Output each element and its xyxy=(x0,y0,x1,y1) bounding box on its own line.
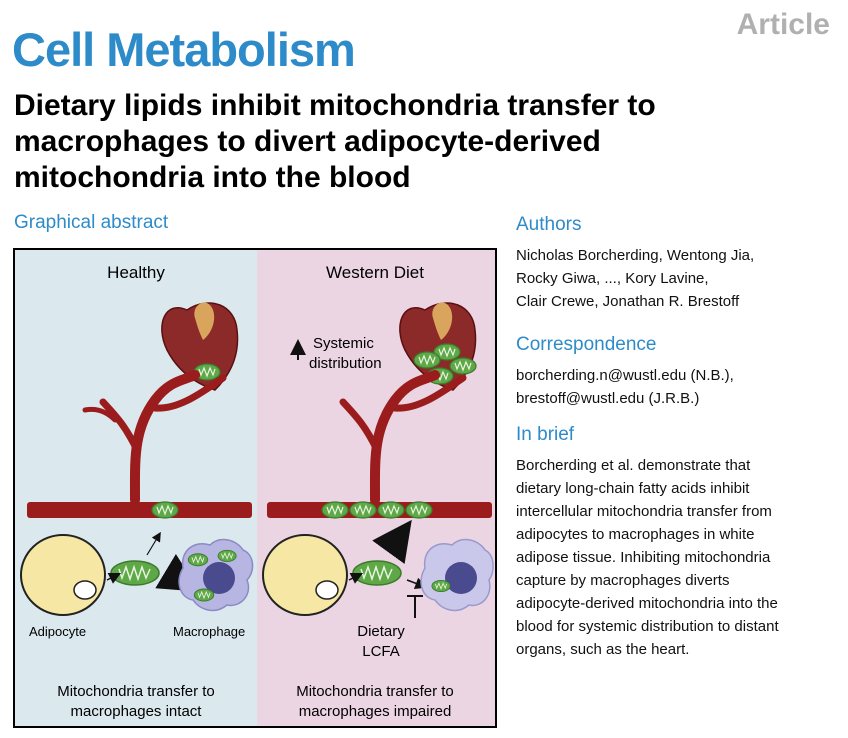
healthy-panel-title: Healthy xyxy=(107,263,165,282)
adipocyte-label: Adipocyte xyxy=(29,624,86,639)
correspondence-section: Correspondence borcherding.n@wustl.edu (… xyxy=(516,334,836,410)
healthy-vessel-mitochondrion xyxy=(151,501,179,519)
in-brief-line-2: dietary long-chain fatty acids inhibit xyxy=(516,480,750,497)
systemic-label-line2: distribution xyxy=(309,355,382,372)
article-type-label: Article xyxy=(736,8,830,41)
macrophage-label: Macrophage xyxy=(173,624,245,639)
in-brief-heading: In brief xyxy=(516,424,575,445)
western-adipocyte xyxy=(262,534,348,616)
western-caption-line1: Mitochondria transfer to xyxy=(296,683,454,700)
authors-section: Authors Nicholas Borcherding, Wentong Ji… xyxy=(516,214,836,313)
western-heart-icon xyxy=(399,302,477,391)
authors-line-3: Clair Crewe, Jonathan R. Brestoff xyxy=(516,293,740,310)
in-brief-line-1: Borcherding et al. demonstrate that xyxy=(516,457,751,474)
correspondence-email-2[interactable]: brestoff@wustl.edu (J.R.B.) xyxy=(516,390,700,407)
in-brief-line-9: organs, such as the heart. xyxy=(516,641,690,658)
graphical-abstract-figure: Healthy Western Diet xyxy=(13,248,497,728)
in-brief-section: In brief Borcherding et al. demonstrate … xyxy=(516,424,836,661)
western-caption-line2: macrophages impaired xyxy=(299,703,452,720)
authors-line-1: Nicholas Borcherding, Wentong Jia, xyxy=(516,247,755,264)
healthy-caption-line1: Mitochondria transfer to xyxy=(57,683,215,700)
journal-name: Cell Metabolism xyxy=(12,23,356,76)
in-brief-line-8: blood for systemic distribution to dista… xyxy=(516,618,779,635)
western-panel-title: Western Diet xyxy=(326,263,424,282)
healthy-adipocyte xyxy=(20,534,106,616)
in-brief-line-7: adipocyte-derived mitochondria into the xyxy=(516,595,778,612)
healthy-heart-icon xyxy=(161,302,239,391)
healthy-vessel-horizontal xyxy=(27,502,252,518)
graphical-abstract-svg: Healthy Western Diet xyxy=(15,250,495,726)
western-macrophage xyxy=(420,538,494,612)
in-brief-line-3: intercellular mitochondria transfer from xyxy=(516,503,772,520)
in-brief-line-5: adipose tissue. Inhibiting mitochondria xyxy=(516,549,771,566)
graphical-abstract-heading: Graphical abstract xyxy=(14,212,169,233)
in-brief-line-6: capture by macrophages diverts xyxy=(516,572,730,589)
western-blood-vessel xyxy=(339,370,467,505)
healthy-caption-line2: macrophages intact xyxy=(71,703,203,720)
healthy-macrophage xyxy=(178,538,254,612)
healthy-transfer-mitochondrion xyxy=(110,560,160,586)
dietary-lcfa-line1: Dietary xyxy=(357,623,405,640)
dietary-lcfa-line2: LCFA xyxy=(362,643,400,660)
in-brief-line-4: adipocytes to macrophages in white xyxy=(516,526,755,543)
western-transfer-mitochondrion xyxy=(352,560,402,586)
inhibition-icon xyxy=(407,595,423,618)
authors-heading: Authors xyxy=(516,214,582,235)
authors-line-2: Rocky Giwa, ..., Kory Lavine, xyxy=(516,270,709,287)
healthy-blood-vessel xyxy=(82,370,227,505)
correspondence-heading: Correspondence xyxy=(516,334,657,355)
systemic-label-line1: Systemic xyxy=(313,335,374,352)
article-title: Dietary lipids inhibit mitochondria tran… xyxy=(14,89,656,194)
correspondence-email-1[interactable]: borcherding.n@wustl.edu (N.B.), xyxy=(516,367,734,384)
